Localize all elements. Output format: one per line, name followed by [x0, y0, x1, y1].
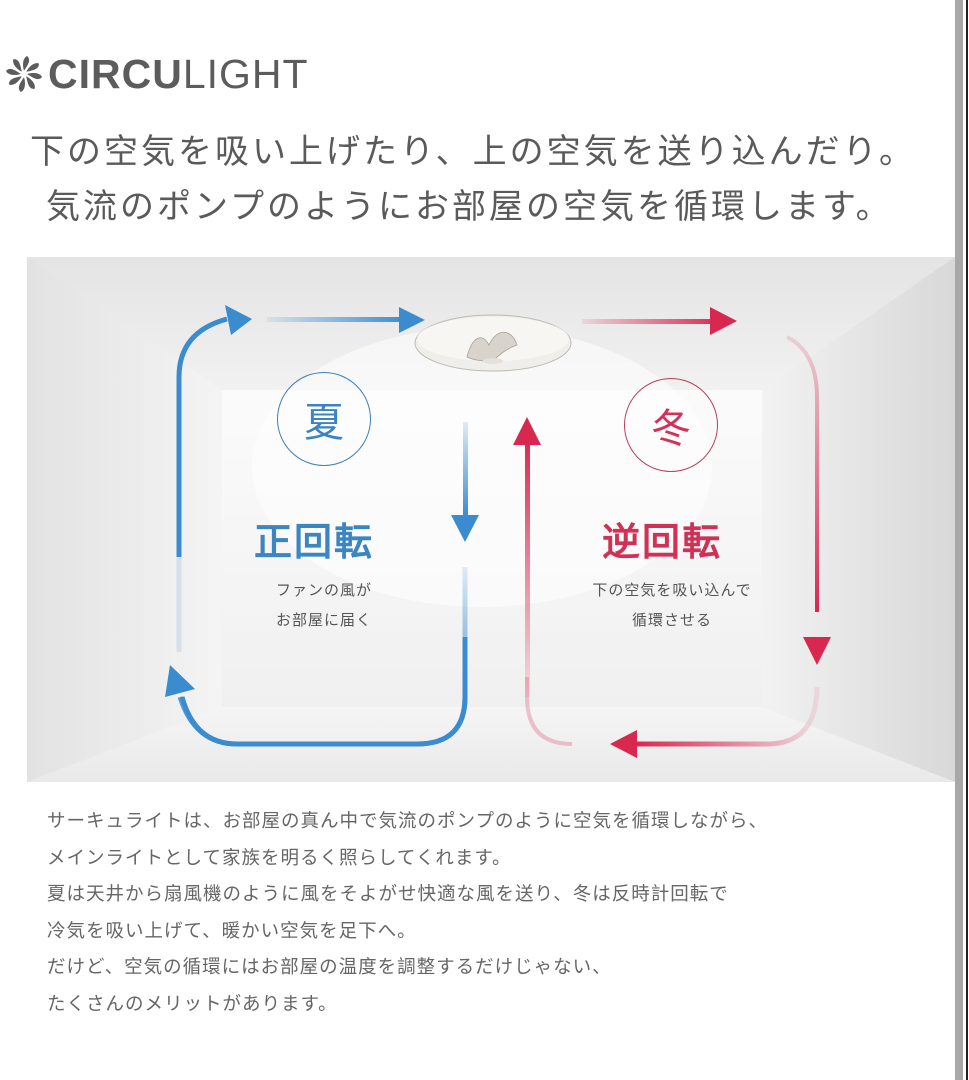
brand-name: CIRCULIGHT	[48, 52, 309, 96]
window-edge-divider	[966, 0, 968, 1080]
winter-description: 下の空気を吸い込んで 循環させる	[547, 575, 797, 635]
forward-rotation-label: 正回転	[254, 519, 375, 564]
room-illustration	[27, 257, 955, 782]
summer-description: ファンの風が お部屋に届く	[239, 575, 409, 635]
winter-badge: 冬	[624, 378, 718, 472]
brand-logo: CIRCULIGHT	[4, 52, 309, 96]
summer-badge: 夏	[277, 372, 371, 466]
body-line: 夏は天井から扇風機のように風をそよがせ快適な風を送り、冬は反時計回転で	[47, 884, 729, 905]
brand-name-bold: CIRCU	[48, 51, 183, 97]
airflow-diagram: 夏 冬 正回転 逆回転 ファンの風が お部屋に届く 下の空気を吸い込んで 循環さ…	[27, 257, 955, 782]
summer-desc-line-2: お部屋に届く	[275, 611, 372, 629]
ceiling-fan-light-icon	[414, 314, 572, 372]
body-line: だけど、空気の循環にはお部屋の温度を調整するだけじゃない、	[47, 957, 612, 978]
fan-swirl-icon	[6, 56, 42, 92]
reverse-rotation-label: 逆回転	[602, 519, 723, 564]
headline-line-2: 気流のポンプのようにお部屋の空気を循環します。	[46, 187, 893, 227]
summer-desc-line-1: ファンの風が	[275, 581, 372, 599]
body-line: たくさんのメリットがあります。	[47, 993, 338, 1015]
winter-desc-line-2: 循環させる	[631, 611, 712, 629]
body-line: メインライトとして家族を明るく照らしてくれます。	[47, 847, 512, 869]
headline-line-1: 下の空気を吸い上げたり、上の空気を送り込んだり。	[30, 132, 916, 172]
body-paragraph: サーキュライトは、お部屋の真ん中で気流のポンプのように空気を循環しながら、 メイ…	[47, 804, 927, 1023]
vertical-scrollbar[interactable]	[955, 0, 963, 1080]
body-line: 冷気を吸い上げて、暖かい空気を足下へ。	[47, 920, 417, 942]
brand-name-light: LIGHT	[182, 51, 309, 97]
winter-desc-line-1: 下の空気を吸い込んで	[592, 581, 752, 599]
body-line: サーキュライトは、お部屋の真ん中で気流のポンプのように空気を循環しながら、	[47, 811, 768, 832]
